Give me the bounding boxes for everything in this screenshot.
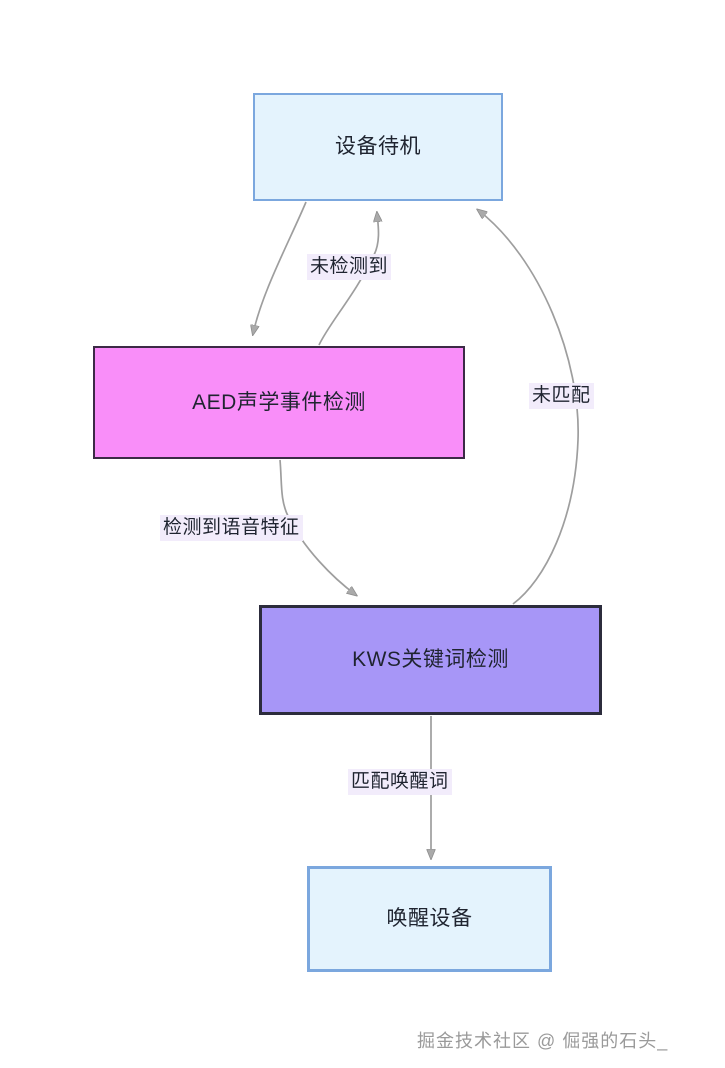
node-aed-acoustic-event-detection[interactable]: AED声学事件检测 (93, 346, 465, 459)
node-wake-device[interactable]: 唤醒设备 (307, 866, 552, 972)
node-standby[interactable]: 设备待机 (253, 93, 503, 201)
edge-label-not-detected: 未检测到 (307, 254, 392, 280)
edge-label-voice-feature-detected: 检测到语音特征 (160, 515, 303, 541)
node-kws-keyword-detection[interactable]: KWS关键词检测 (259, 605, 602, 715)
edge-label-not-matched: 未匹配 (529, 383, 594, 409)
node-standby-label: 设备待机 (335, 135, 421, 159)
edge-standby-to-aed (253, 201, 307, 334)
node-wake-label: 唤醒设备 (386, 907, 473, 931)
node-aed-label: AED声学事件检测 (192, 390, 366, 414)
node-kws-label: KWS关键词检测 (352, 648, 509, 672)
watermark: 掘金技术社区 @ 倔强的石头_ (417, 1031, 669, 1051)
edge-label-match-wake-word: 匹配唤醒词 (348, 769, 452, 795)
